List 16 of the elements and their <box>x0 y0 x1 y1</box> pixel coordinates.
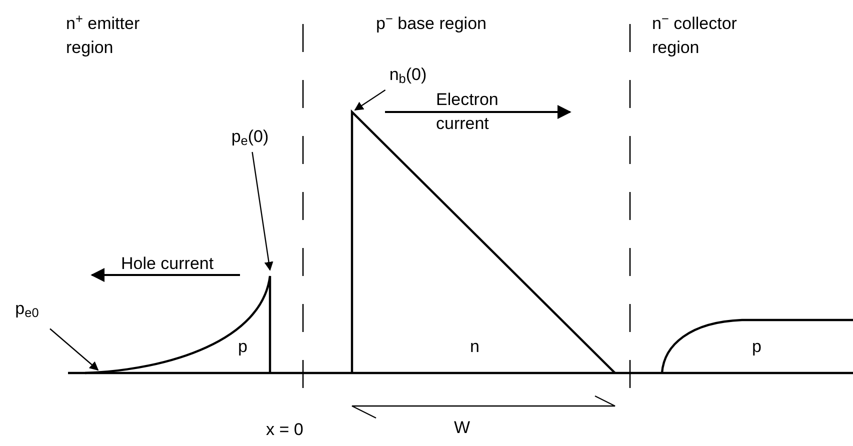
leader-line <box>354 90 386 110</box>
leader-line <box>252 152 274 271</box>
current-label: Hole current <box>121 253 215 275</box>
leader-line <box>50 328 99 371</box>
region-label: p$^{−}$ base region <box>376 12 488 35</box>
region-label: n$^{+}$ emitter region <box>66 12 141 59</box>
axis-origin-label: x = 0 <box>266 419 304 441</box>
carrier-label: p <box>238 336 248 358</box>
value-label: p$_{e}$(0) <box>231 126 269 150</box>
value-label: p$_{e0}$ <box>15 298 39 322</box>
carrier-label: n <box>470 336 480 358</box>
carrier-label: p <box>752 336 762 358</box>
current-label: Electron current <box>436 89 500 135</box>
width-label: W <box>454 417 472 439</box>
region-label: n$^{−}$ collector region <box>652 12 738 59</box>
value-label: n$_{b}$(0) <box>389 64 427 88</box>
